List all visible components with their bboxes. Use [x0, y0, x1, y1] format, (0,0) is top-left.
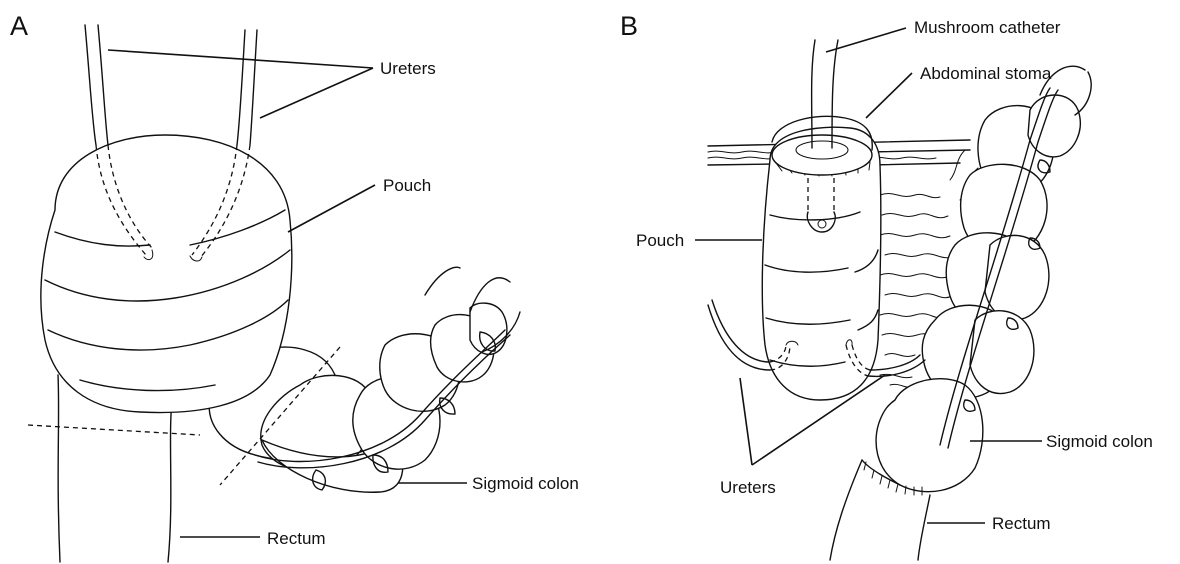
panel-b-label-sigmoid-colon: Sigmoid colon	[1046, 432, 1153, 451]
panel-a: A	[10, 11, 579, 562]
panel-b-label-rectum: Rectum	[992, 514, 1051, 533]
panel-b-label-abdominal-stoma: Abdominal stoma	[920, 64, 1052, 83]
panel-a-label-ureters: Ureters	[380, 59, 436, 78]
panel-a-label-pouch: Pouch	[383, 176, 431, 195]
panel-b-label-pouch: Pouch	[636, 231, 684, 250]
panel-a-pouch-drawing	[41, 135, 292, 413]
panel-b-letter: B	[620, 11, 638, 41]
panel-a-label-rectum: Rectum	[267, 529, 326, 548]
panel-a-label-sigmoid-colon: Sigmoid colon	[472, 474, 579, 493]
panel-b-label-mushroom-catheter: Mushroom catheter	[914, 18, 1061, 37]
panel-a-cut-line-horizontal	[28, 425, 200, 435]
panel-b: B	[620, 11, 1153, 560]
panel-a-letter: A	[10, 11, 28, 41]
panel-b-label-ureters: Ureters	[720, 478, 776, 497]
